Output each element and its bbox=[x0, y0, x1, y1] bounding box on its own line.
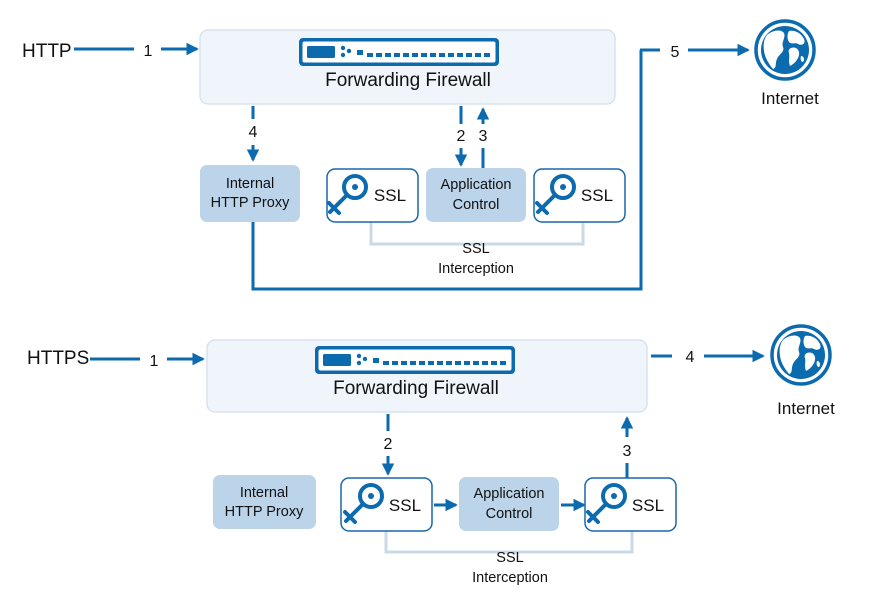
ssl-interception-line2: Interception bbox=[472, 570, 548, 586]
application-control-box bbox=[459, 477, 559, 531]
ssl-right-label: SSL bbox=[581, 186, 613, 205]
internet-label: Internet bbox=[777, 399, 835, 418]
app-control-line1: Application bbox=[441, 177, 512, 193]
ssl-left-label: SSL bbox=[374, 186, 406, 205]
firewall-label: Forwarding Firewall bbox=[325, 70, 491, 91]
https-flow: Forwarding Firewall HTTPS 1 4 Internet 2… bbox=[27, 324, 835, 586]
step-4-label: 4 bbox=[249, 124, 258, 141]
step-1-label: 1 bbox=[144, 43, 153, 60]
ssl-interception-bracket bbox=[369, 222, 585, 246]
step-1-label: 1 bbox=[150, 353, 159, 370]
application-control-box bbox=[426, 168, 526, 222]
firewall-appliance-icon bbox=[299, 38, 499, 66]
step-3-label: 3 bbox=[623, 443, 632, 460]
app-control-line1: Application bbox=[474, 486, 545, 502]
step-2-label: 2 bbox=[457, 128, 466, 145]
proxy-to-internet-line bbox=[251, 50, 643, 291]
app-control-line2: Control bbox=[486, 506, 533, 522]
source-label: HTTPS bbox=[27, 348, 89, 369]
proxy-label-line1: Internal bbox=[226, 176, 274, 192]
app-control-line2: Control bbox=[453, 197, 500, 213]
http-flow: Forwarding Firewall HTTP 1 4 Internal HT… bbox=[22, 19, 819, 291]
step-2-label: 2 bbox=[384, 436, 393, 453]
internal-http-proxy-box bbox=[200, 165, 300, 222]
ssl-left-box bbox=[326, 168, 419, 223]
step-3-label: 3 bbox=[479, 128, 488, 145]
internet-label: Internet bbox=[761, 89, 819, 108]
ssl-interception-line2: Interception bbox=[438, 261, 514, 277]
proxy-label-line2: HTTP Proxy bbox=[211, 195, 290, 211]
ssl-left-label: SSL bbox=[389, 496, 421, 515]
step-5-label: 5 bbox=[671, 44, 680, 61]
source-label: HTTP bbox=[22, 41, 72, 62]
globe-icon bbox=[770, 324, 832, 386]
ssl-right-label: SSL bbox=[632, 496, 664, 515]
globe-icon bbox=[754, 19, 816, 81]
internal-http-proxy-box bbox=[213, 475, 316, 529]
ssl-right-box bbox=[584, 477, 677, 532]
firewall-label: Forwarding Firewall bbox=[333, 378, 499, 399]
proxy-label-line2: HTTP Proxy bbox=[225, 504, 304, 520]
firewall-appliance-icon bbox=[315, 346, 515, 374]
ssl-interception-bracket bbox=[384, 531, 634, 554]
ssl-left-box bbox=[340, 477, 433, 532]
ssl-interception-line1: SSL bbox=[496, 550, 523, 566]
step-4-label: 4 bbox=[686, 349, 695, 366]
ssl-interception-line1: SSL bbox=[462, 241, 489, 257]
ssl-right-box bbox=[533, 168, 626, 223]
proxy-label-line1: Internal bbox=[240, 485, 288, 501]
